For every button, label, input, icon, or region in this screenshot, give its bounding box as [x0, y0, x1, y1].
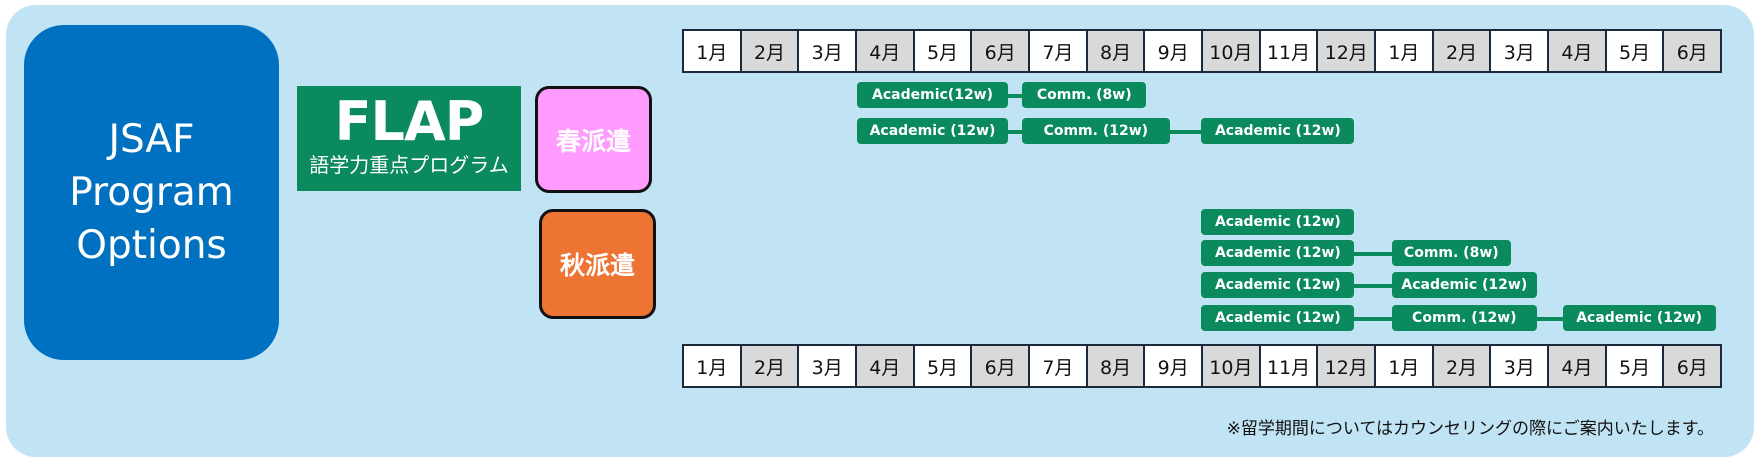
program-bar: Academic (12w) — [1201, 118, 1355, 144]
month-cell: 5月 — [1606, 31, 1663, 71]
month-cell: 3月 — [1491, 346, 1548, 386]
month-cell: 12月 — [1318, 31, 1375, 71]
month-cell: 8月 — [1087, 31, 1144, 71]
program-bar: Academic (12w) — [1562, 305, 1716, 331]
program-connector — [1354, 252, 1393, 256]
flap-logo: FLAP 語学力重点プログラム — [297, 86, 521, 191]
jsaf-program-options-box: JSAF Program Options — [24, 25, 279, 360]
program-bar: Comm. (8w) — [1392, 240, 1511, 266]
month-cell: 1月 — [684, 31, 740, 71]
program-bar: Comm. (12w) — [1392, 305, 1537, 331]
program-bar: Comm. (8w) — [1022, 82, 1147, 108]
month-cell: 9月 — [1145, 31, 1202, 71]
program-bar: Academic (12w) — [1201, 240, 1355, 266]
program-bar: Academic (12w) — [857, 118, 1008, 144]
month-cell: 5月 — [914, 346, 971, 386]
program-bar: Academic (12w) — [1201, 272, 1355, 298]
month-cell: 3月 — [799, 346, 856, 386]
program-connector — [1169, 130, 1202, 134]
month-cell: 2月 — [1433, 346, 1490, 386]
month-cell: 5月 — [914, 31, 971, 71]
month-cell: 4月 — [1549, 31, 1605, 71]
month-cell: 6月 — [972, 346, 1029, 386]
month-cell: 4月 — [1549, 346, 1605, 386]
program-bar: Academic (12w) — [1392, 272, 1537, 298]
month-cell: 4月 — [857, 31, 913, 71]
month-cell: 2月 — [741, 346, 798, 386]
spring-dispatch-badge: 春派遣 — [535, 86, 652, 193]
month-cell: 6月 — [972, 31, 1029, 71]
month-cell: 9月 — [1145, 346, 1202, 386]
month-cell: 1月 — [1376, 31, 1432, 71]
month-cell: 12月 — [1318, 346, 1375, 386]
month-cell: 6月 — [1664, 346, 1721, 386]
month-cell: 3月 — [799, 31, 856, 71]
program-connector — [1354, 317, 1393, 321]
month-cell: 1月 — [684, 346, 740, 386]
program-connector — [1007, 94, 1023, 98]
flap-title: FLAP — [334, 90, 485, 153]
program-bar: Academic (12w) — [1201, 305, 1355, 331]
month-cell: 10月 — [1203, 346, 1259, 386]
flap-subtitle: 語学力重点プログラム — [309, 153, 509, 177]
month-cell: 3月 — [1491, 31, 1548, 71]
month-cell: 5月 — [1606, 346, 1663, 386]
month-cell: 6月 — [1664, 31, 1721, 71]
month-cell: 7月 — [1030, 31, 1086, 71]
month-cell: 10月 — [1203, 31, 1259, 71]
footnote: ※留学期間についてはカウンセリングの際にご案内いたします。 — [1226, 419, 1714, 439]
jsaf-title: JSAF Program Options — [69, 117, 234, 268]
month-cell: 11月 — [1260, 31, 1317, 71]
month-cell: 2月 — [741, 31, 798, 71]
month-cell: 8月 — [1087, 346, 1144, 386]
month-cell: 2月 — [1433, 31, 1490, 71]
program-bar: Comm. (12w) — [1022, 118, 1170, 144]
month-cell: 4月 — [857, 346, 913, 386]
month-cell: 11月 — [1260, 346, 1317, 386]
autumn-dispatch-badge: 秋派遣 — [539, 209, 656, 319]
program-bar: Academic (12w) — [1201, 209, 1355, 235]
program-connector — [1354, 284, 1393, 288]
month-cell: 1月 — [1376, 346, 1432, 386]
month-cell: 7月 — [1030, 346, 1086, 386]
program-connector — [1536, 317, 1563, 321]
program-connector — [1007, 130, 1023, 134]
program-bar: Academic(12w) — [857, 82, 1008, 108]
